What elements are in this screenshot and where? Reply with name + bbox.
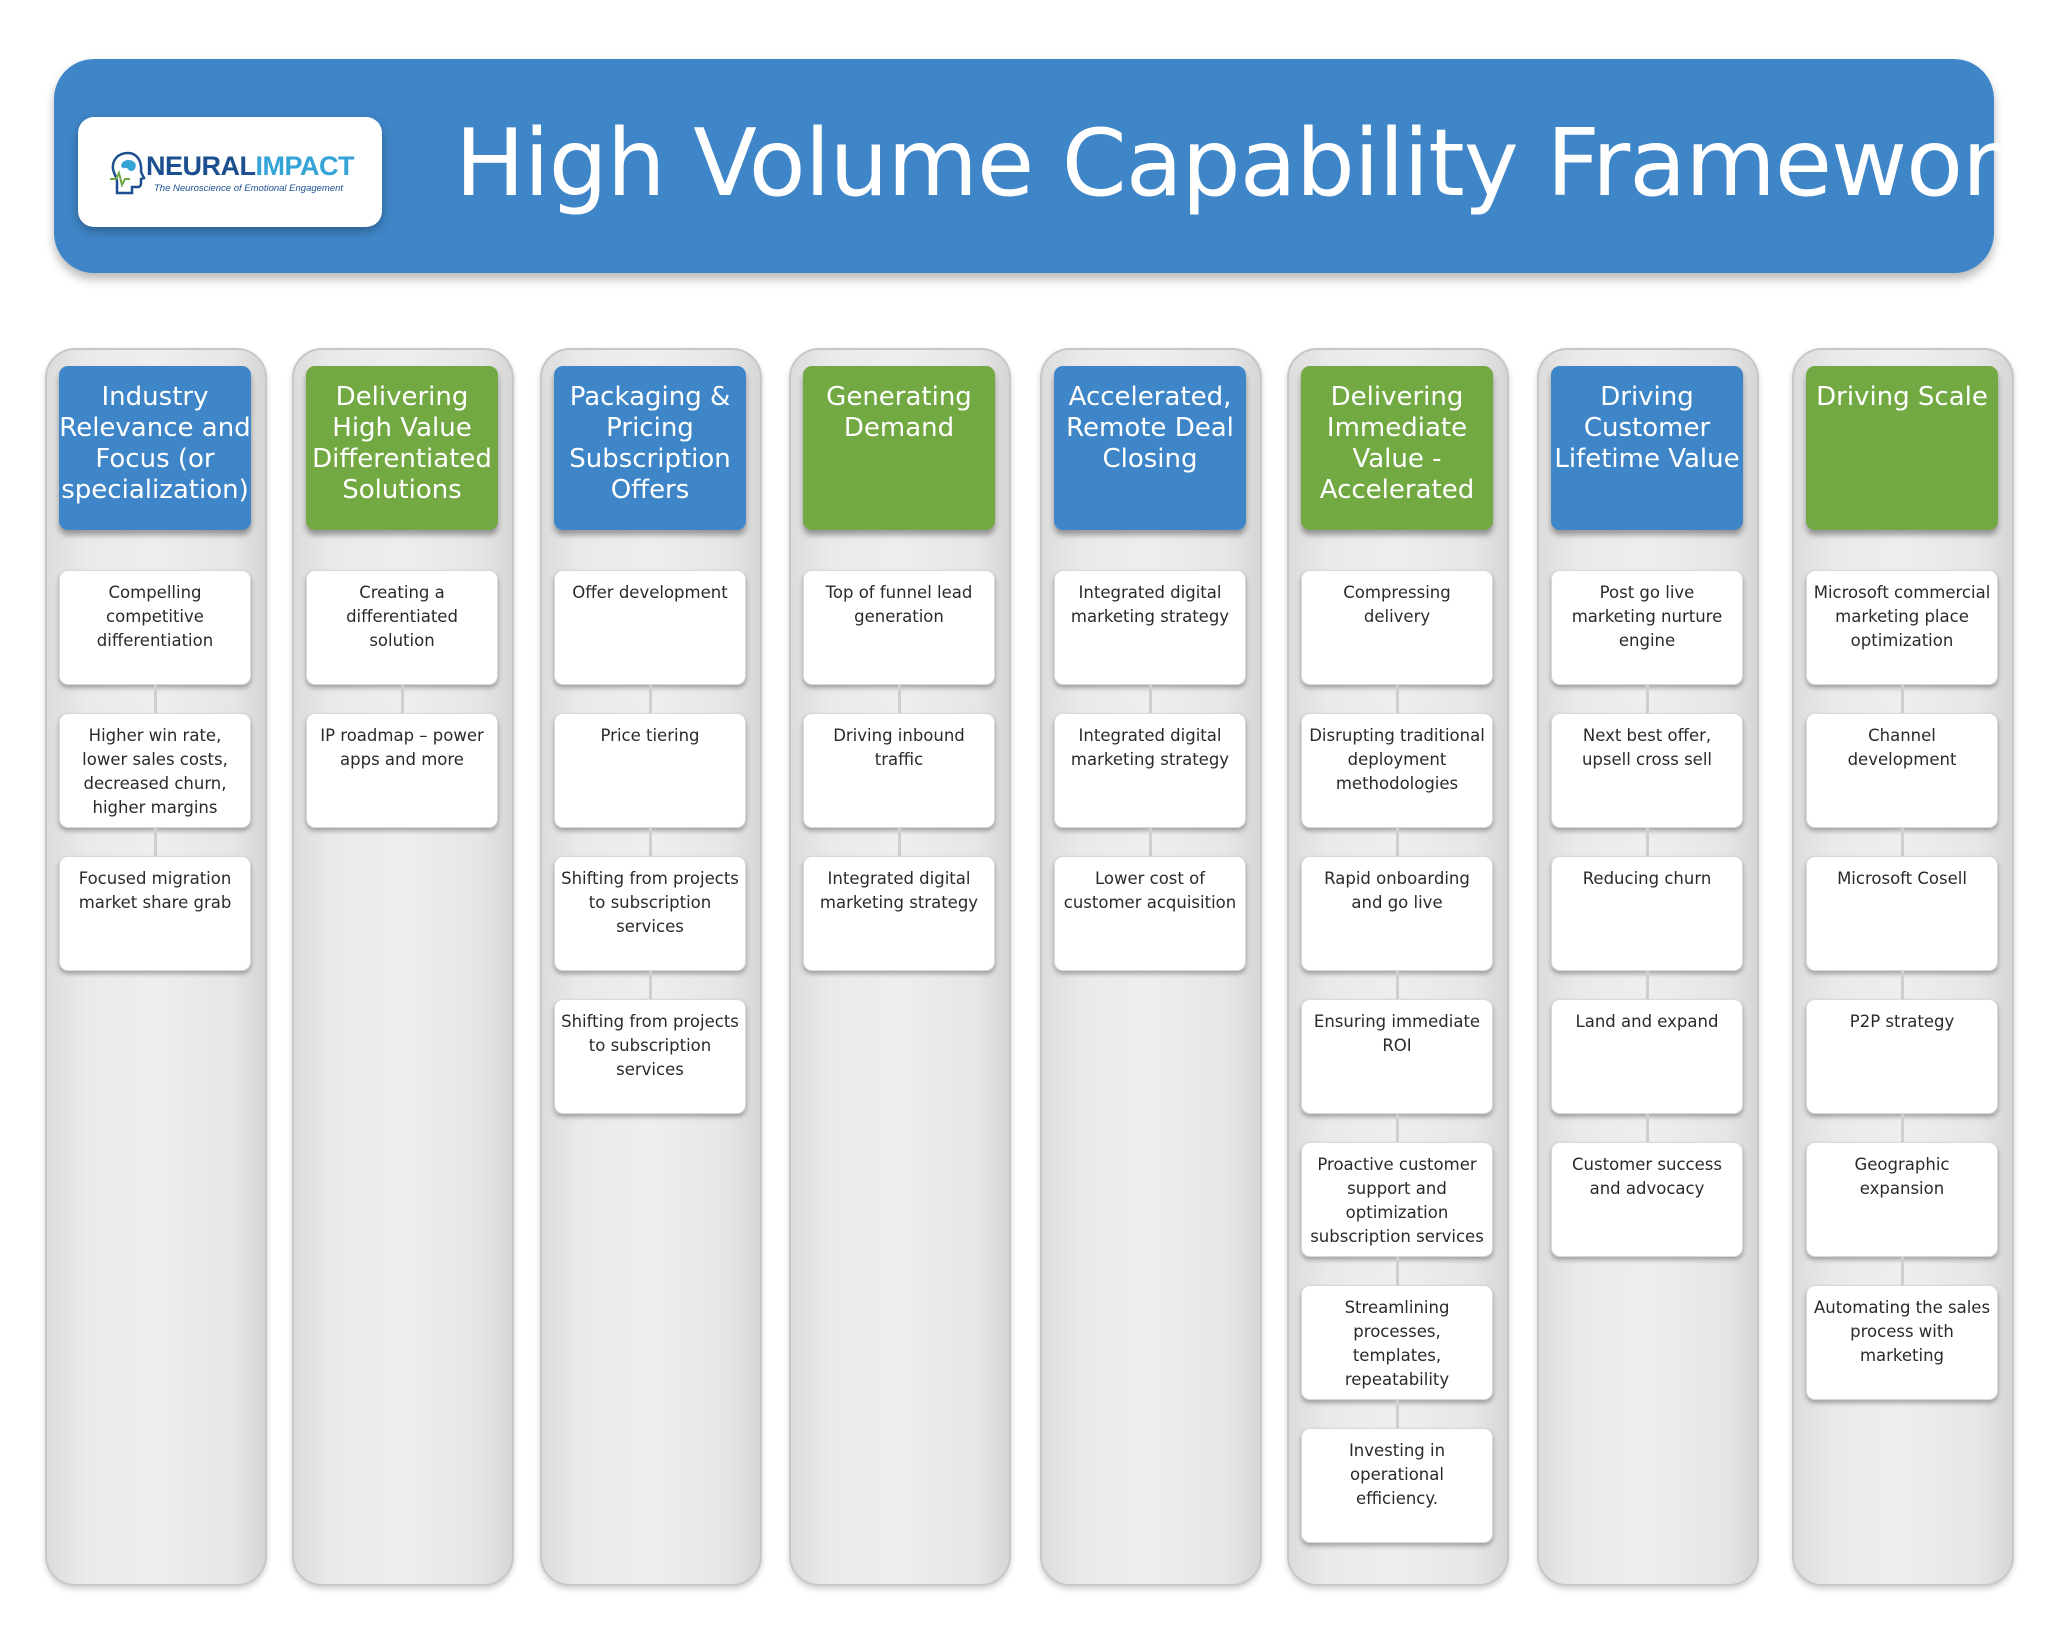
capability-item: Compressing delivery: [1301, 570, 1493, 685]
column-header: Industry Relevance and Focus (or special…: [59, 366, 251, 530]
connector-line: [1646, 971, 1649, 999]
capability-item: Focused migration market share grab: [59, 856, 251, 971]
connector-line: [1901, 1114, 1904, 1142]
connector-line: [898, 685, 901, 713]
capability-item: Integrated digital marketing strategy: [1054, 713, 1246, 828]
capability-item: Integrated digital marketing strategy: [803, 856, 995, 971]
connector-line: [1149, 685, 1152, 713]
capability-item: Customer success and advocacy: [1551, 1142, 1743, 1257]
capability-item: Channel development: [1806, 713, 1998, 828]
brain-head-icon: [110, 151, 146, 195]
capability-item: Shifting from projects to subscription s…: [554, 856, 746, 971]
connector-line: [1646, 1114, 1649, 1142]
logo-brand-impact: IMPACT: [255, 151, 355, 181]
column-header: Accelerated, Remote Deal Closing: [1054, 366, 1246, 530]
connector-line: [1396, 828, 1399, 856]
capability-item: Investing in operational efficiency.: [1301, 1428, 1493, 1543]
connector-line: [154, 828, 157, 856]
capability-item: Higher win rate, lower sales costs, decr…: [59, 713, 251, 828]
capability-item: Microsoft commercial marketing place opt…: [1806, 570, 1998, 685]
column-header: Packaging & Pricing Subscription Offers: [554, 366, 746, 530]
neural-impact-logo: NEURALIMPACT The Neuroscience of Emotion…: [78, 117, 382, 227]
page-title: High Volume Capability Framework: [455, 109, 2048, 217]
capability-item: Shifting from projects to subscription s…: [554, 999, 746, 1114]
column-header: Delivering High Value Differentiated Sol…: [306, 366, 498, 530]
capability-item: Price tiering: [554, 713, 746, 828]
connector-line: [649, 828, 652, 856]
logo-brand-neural: NEURAL: [146, 151, 256, 181]
connector-line: [1901, 685, 1904, 713]
capability-item: Geographic expansion: [1806, 1142, 1998, 1257]
connector-line: [1901, 971, 1904, 999]
connector-line: [401, 685, 404, 713]
capability-item: Streamlining processes, templates, repea…: [1301, 1285, 1493, 1400]
capability-item: Automating the sales process with market…: [1806, 1285, 1998, 1400]
connector-line: [1396, 685, 1399, 713]
capability-item: Offer development: [554, 570, 746, 685]
capability-item: IP roadmap – power apps and more: [306, 713, 498, 828]
capability-item: Next best offer, upsell cross sell: [1551, 713, 1743, 828]
capability-item: Microsoft Cosell: [1806, 856, 1998, 971]
column-header: Driving Scale: [1806, 366, 1998, 530]
connector-line: [1396, 1114, 1399, 1142]
capability-item: Compelling competitive differentiation: [59, 570, 251, 685]
capability-item: Proactive customer support and optimizat…: [1301, 1142, 1493, 1257]
column-header: Delivering Immediate Value - Accelerated: [1301, 366, 1493, 530]
capability-item: P2P strategy: [1806, 999, 1998, 1114]
column-header: Driving Customer Lifetime Value: [1551, 366, 1743, 530]
capability-item: Ensuring immediate ROI: [1301, 999, 1493, 1114]
connector-line: [649, 685, 652, 713]
column-2: [292, 348, 514, 1586]
capability-item: Disrupting traditional deployment method…: [1301, 713, 1493, 828]
connector-line: [1646, 828, 1649, 856]
connector-line: [649, 971, 652, 999]
capability-item: Rapid onboarding and go live: [1301, 856, 1493, 971]
capability-item: Lower cost of customer acquisition: [1054, 856, 1246, 971]
connector-line: [1396, 971, 1399, 999]
connector-line: [1149, 828, 1152, 856]
capability-item: Top of funnel lead generation: [803, 570, 995, 685]
capability-item: Driving inbound traffic: [803, 713, 995, 828]
capability-item: Integrated digital marketing strategy: [1054, 570, 1246, 685]
connector-line: [154, 685, 157, 713]
connector-line: [1901, 828, 1904, 856]
capability-item: Land and expand: [1551, 999, 1743, 1114]
connector-line: [1646, 685, 1649, 713]
connector-line: [898, 828, 901, 856]
capability-item: Post go live marketing nurture engine: [1551, 570, 1743, 685]
capability-item: Reducing churn: [1551, 856, 1743, 971]
connector-line: [1901, 1257, 1904, 1285]
connector-line: [1396, 1257, 1399, 1285]
connector-line: [1396, 1400, 1399, 1428]
column-header: Generating Demand: [803, 366, 995, 530]
logo-tagline: The Neuroscience of Emotional Engagement: [154, 183, 344, 194]
capability-item: Creating a differentiated solution: [306, 570, 498, 685]
